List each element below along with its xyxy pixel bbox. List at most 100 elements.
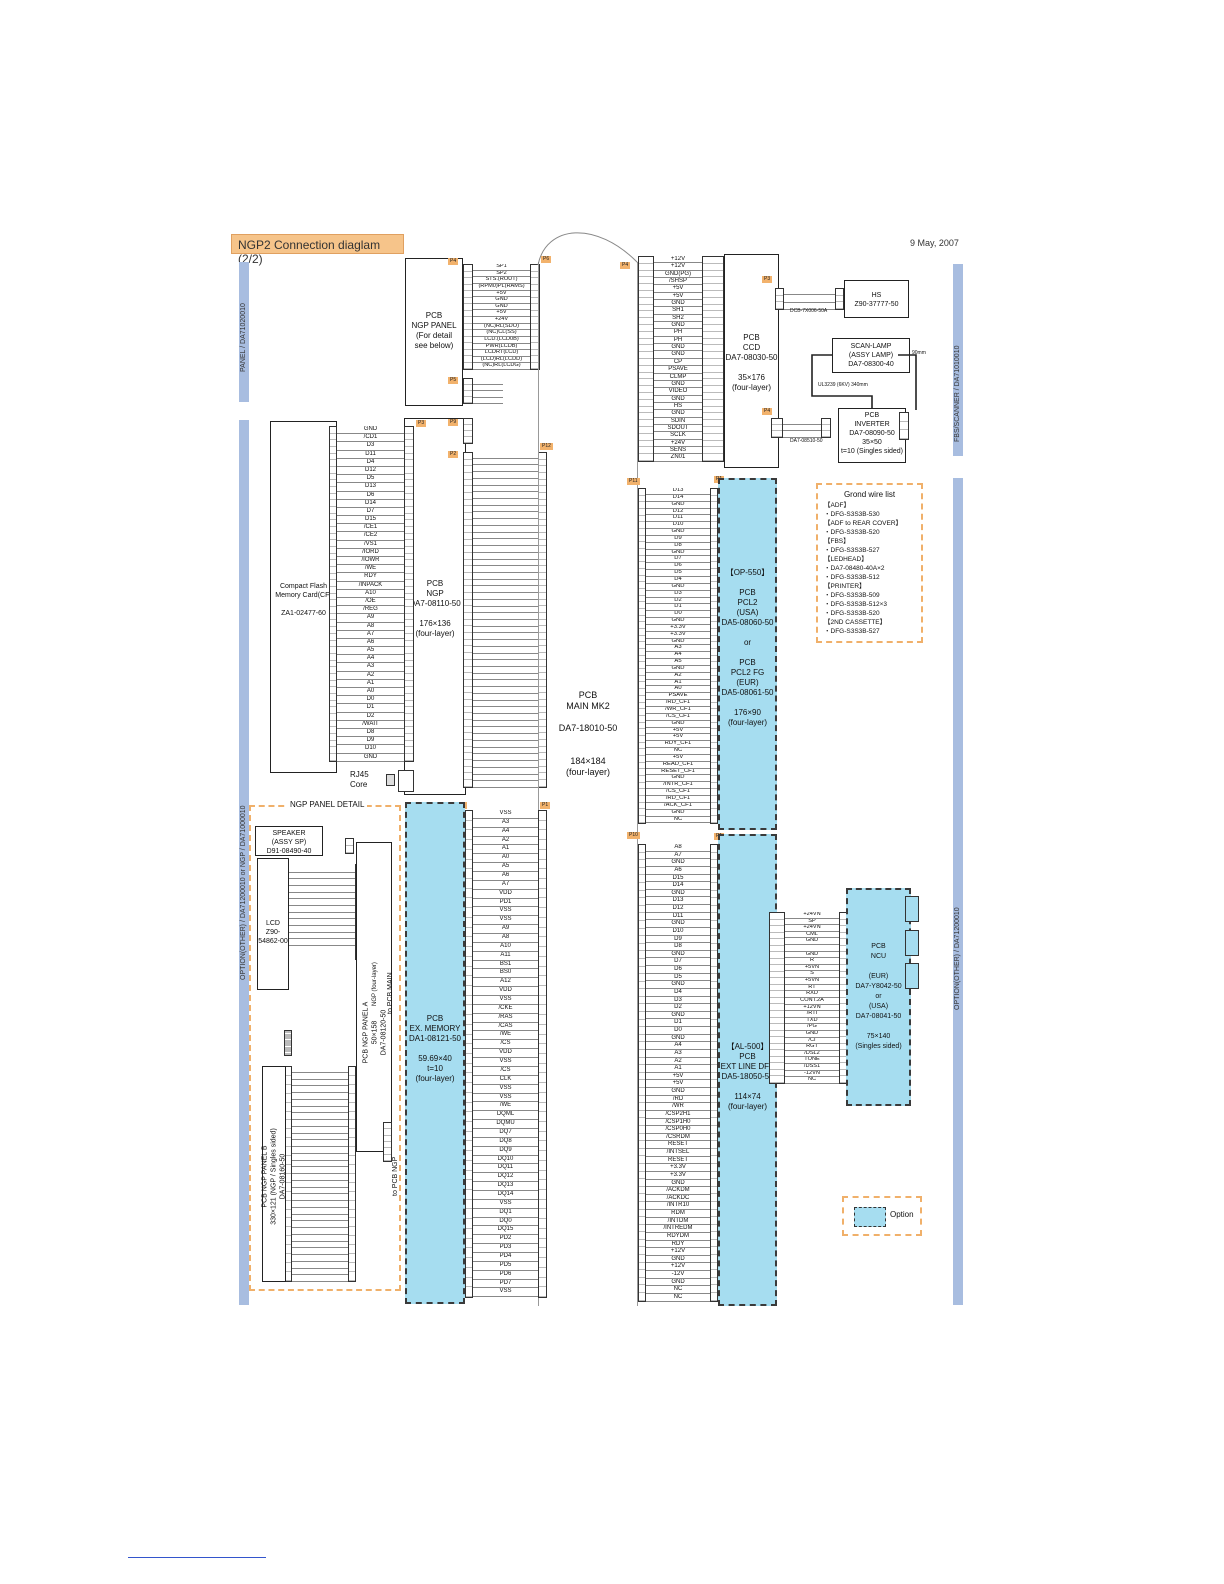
pin <box>770 1031 784 1038</box>
pin <box>711 1210 717 1218</box>
signal-label: /CE2 <box>337 532 404 541</box>
signal-label: +5V <box>473 291 530 298</box>
pin <box>466 879 472 889</box>
signal-label: D15 <box>337 516 404 525</box>
pin <box>711 669 717 676</box>
signal-label: D15 <box>646 875 710 883</box>
pin <box>711 1255 717 1263</box>
wire <box>289 913 355 920</box>
pin <box>330 447 336 454</box>
conn-p3: P3 <box>416 420 427 427</box>
pin <box>639 906 645 914</box>
pin <box>639 853 645 861</box>
signal-label: CLK <box>473 1076 538 1085</box>
pin <box>539 700 546 707</box>
pin <box>639 536 645 543</box>
pin <box>711 997 717 1005</box>
pin <box>703 393 723 400</box>
pin <box>539 760 546 767</box>
pin <box>531 363 539 369</box>
pin <box>711 1225 717 1233</box>
wire <box>473 506 538 513</box>
pin <box>639 609 645 616</box>
to-pcb-main-label: to PCB MAIN <box>387 972 394 1014</box>
pin <box>539 1112 546 1122</box>
signal-label: A7 <box>337 631 404 639</box>
pin <box>285 1051 291 1053</box>
pin <box>539 889 546 899</box>
signal-label: STS.(ROUT) <box>473 277 530 284</box>
wire <box>292 1181 348 1188</box>
pin <box>639 783 645 790</box>
pin <box>531 285 539 291</box>
wire <box>473 519 538 526</box>
pin <box>539 620 546 627</box>
pin <box>711 1202 717 1210</box>
pin <box>464 760 472 767</box>
pins-p4a <box>463 264 473 370</box>
pin <box>711 556 717 563</box>
pins-p5b <box>383 1122 392 1162</box>
pin <box>703 454 723 461</box>
pin <box>464 480 472 487</box>
pin <box>639 921 645 929</box>
pin <box>711 1080 717 1088</box>
pin <box>330 701 336 708</box>
grond-wire-item: 【ADF to REAR COVER】 <box>824 520 903 527</box>
signal-label: +5V <box>646 734 710 742</box>
pin <box>770 1057 784 1064</box>
pin <box>639 257 653 264</box>
wire <box>473 627 538 634</box>
pin <box>539 1268 546 1278</box>
signal-label: VSS <box>473 907 538 917</box>
wire <box>292 1154 348 1161</box>
pin <box>822 431 830 437</box>
pin <box>285 1052 291 1054</box>
signal-label: BS0 <box>473 969 538 979</box>
pin <box>539 811 546 821</box>
pin <box>285 1254 291 1263</box>
pin <box>349 1227 355 1237</box>
pin <box>639 1141 645 1149</box>
signal-label: DQ13 <box>473 1182 538 1191</box>
hs-sensor-label: HS Z90-37777-50 <box>854 292 899 308</box>
pin <box>703 434 723 441</box>
pin <box>466 1005 472 1016</box>
wire <box>473 533 538 540</box>
pin <box>639 509 645 516</box>
signal-label: SDOUT <box>654 425 702 433</box>
pin <box>639 522 645 530</box>
pin <box>285 1201 291 1210</box>
pin <box>639 596 645 603</box>
signal-label: A12 <box>473 978 538 988</box>
pin <box>539 580 546 587</box>
signal-label: DQ7 <box>473 1129 538 1138</box>
pin <box>703 420 723 427</box>
pin <box>711 576 717 583</box>
signal-label: DQ10 <box>473 1156 538 1165</box>
wire <box>473 479 538 486</box>
pin <box>349 1147 355 1157</box>
pin <box>330 661 336 668</box>
signal-label: D7 <box>337 508 404 517</box>
pin <box>639 556 645 563</box>
pin <box>405 494 413 501</box>
pin <box>405 594 413 601</box>
pin <box>330 467 336 474</box>
pin <box>285 1094 291 1103</box>
pin <box>285 1156 291 1165</box>
grond-wire-item: 【2ND CASSETTE】 <box>824 619 887 626</box>
pin <box>539 918 546 928</box>
pcb-ngp-label: PCB NGP DA7-08110-50 176×136 (four-layer… <box>409 579 461 638</box>
grond-wire-item: 【LEDHEAD】 <box>824 556 868 563</box>
pin <box>285 1042 291 1045</box>
signal-label: /CS_CF1 <box>646 789 710 796</box>
signal-label: RT <box>785 985 839 992</box>
signal-label: /VS1 <box>337 541 404 549</box>
signal-label: GND <box>337 754 404 762</box>
pin <box>639 366 653 373</box>
signal-label: D5 <box>646 974 710 982</box>
pin <box>464 291 472 298</box>
signal-label: RDY <box>337 573 404 582</box>
